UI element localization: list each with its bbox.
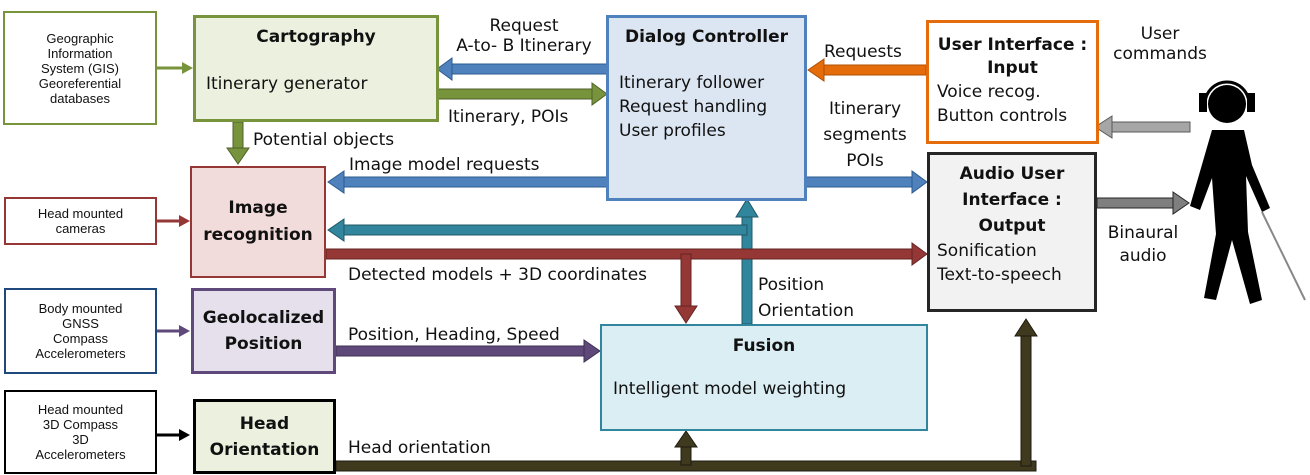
position-heading-speed-label: Position, Heading, Speed [348, 325, 560, 345]
gis-line-3: System (GIS) [40, 60, 119, 76]
audio-line-2: Text-to-speech [937, 265, 1062, 285]
gis-source-box: Geographic Information System (GIS) Geor… [3, 11, 157, 125]
potential-objects-label: Potential objects [253, 130, 395, 150]
audio-output-module: Audio User Interface : Output Sonificati… [927, 152, 1097, 312]
itinerary-segments-label: Itinerary segments POIs [812, 96, 918, 174]
detected-models-label: Detected models + 3D coordinates [348, 265, 648, 285]
body-sensors-to-geo-arrow [157, 325, 190, 337]
dialog-line-1: Itinerary follower [619, 73, 765, 93]
audio-title-line-3: Output [978, 216, 1046, 236]
requests-arrow [807, 58, 927, 82]
dialog-line-3: User profiles [619, 121, 726, 141]
head-cameras-source-box: Head mounted cameras [4, 197, 157, 245]
position-orientation-label: Position Orientation [758, 272, 854, 324]
itinerary-segments-label-line-2: segments [823, 125, 907, 145]
cartography-module: Cartography Itinerary generator [193, 15, 439, 122]
body-line-3: Compass [53, 331, 108, 346]
gis-line-1: Geographic [46, 30, 114, 46]
body-line-2: GNSS [62, 316, 99, 331]
request-itinerary-label-line-2: A-to- B Itinerary [456, 36, 592, 56]
blind-person-with-headphones-and-cane-icon [1190, 80, 1306, 304]
head-orientation-title-line-1: Head [239, 413, 290, 434]
head-line-3: 3D [72, 432, 89, 447]
head-line-2: 3D Compass [42, 417, 119, 432]
head-orientation-label: Head orientation [348, 438, 491, 458]
fusion-body: Intelligent model weighting [613, 379, 847, 399]
user-commands-arrow [1094, 115, 1191, 139]
image-recognition-module: Image recognition [190, 166, 326, 278]
fusion-title: Fusion [732, 336, 796, 356]
gis-line-5: databases [50, 90, 110, 106]
geo-title-line-1: Geolocalized [202, 308, 325, 328]
position-heading-speed-arrow [335, 339, 601, 363]
image-model-requests-label: Image model requests [349, 155, 540, 175]
audio-title-line-1: Audio User [959, 164, 1065, 184]
head-orientation-arrow [335, 318, 1038, 472]
fusion-module: Fusion Intelligent model weighting [600, 324, 928, 431]
request-itinerary-label-line-1: Request [489, 16, 559, 36]
itinerary-pois-arrow [436, 82, 608, 106]
detected-models-arrow [325, 242, 928, 324]
image-title-line-1: Image [228, 198, 288, 218]
gis-line-4: Georeferential [38, 75, 122, 91]
position-orientation-label-line-2: Orientation [758, 301, 854, 321]
body-line-4: Accelerometers [35, 346, 126, 361]
cartography-title: Cartography [256, 27, 376, 47]
binaural-audio-arrow [1096, 191, 1190, 215]
potential-objects-arrow [226, 121, 250, 165]
itinerary-segments-label-line-1: Itinerary [828, 99, 902, 119]
cartography-body: Itinerary generator [206, 74, 368, 94]
position-orientation-label-line-1: Position [758, 275, 825, 295]
request-itinerary-label: Request A-to- B Itinerary [446, 16, 602, 56]
user-commands-label-line-1: User [1140, 24, 1180, 44]
ui-input-title-line-2: Input [987, 58, 1038, 78]
dialog-title: Dialog Controller [624, 27, 789, 47]
geo-title-line-2: Position [224, 334, 303, 354]
audio-line-1: Sonification [937, 241, 1037, 261]
ui-input-title-line-1: User Interface : [937, 35, 1088, 55]
image-title-line-2: recognition [203, 225, 313, 245]
request-itinerary-arrow [436, 57, 608, 81]
binaural-audio-label: Binaural audio [1100, 222, 1186, 268]
cameras-line-2: cameras [55, 221, 106, 236]
head-sensors-source-box: Head mounted 3D Compass 3D Accelerometer… [4, 390, 157, 474]
binaural-audio-label-line-1: Binaural [1107, 223, 1179, 243]
cameras-line-1: Head mounted [37, 206, 124, 221]
itinerary-segments-arrow [805, 170, 928, 194]
gis-to-cartography-arrow [157, 62, 193, 74]
requests-label: Requests [824, 42, 902, 62]
ui-input-title: User Interface : Input [929, 34, 1096, 80]
ui-input-line-1: Voice recog. [937, 82, 1041, 102]
geolocalized-position-module: Geolocalized Position [191, 288, 336, 374]
ui-input-line-2: Button controls [937, 106, 1068, 126]
head-sensors-to-orientation-arrow [157, 429, 190, 441]
user-commands-label-line-2: commands [1113, 44, 1207, 64]
binaural-audio-label-line-2: audio [1119, 246, 1167, 266]
ui-input-body: Voice recog. Button controls [929, 80, 1096, 128]
body-line-1: Body mounted [38, 301, 123, 316]
image-title: Image recognition [192, 195, 324, 249]
body-sensors-source-box: Body mounted GNSS Compass Accelerometers [4, 288, 157, 374]
cameras-to-image-arrow [157, 215, 190, 227]
dialog-line-2: Request handling [619, 97, 768, 117]
ui-input-module: User Interface : Input Voice recog. Butt… [926, 20, 1099, 144]
audio-title-line-2: Interface : [962, 190, 1062, 210]
geo-title: Geolocalized Position [194, 305, 333, 357]
audio-body: Sonification Text-to-speech [930, 239, 1094, 287]
position-orientation-arrow [327, 198, 759, 325]
head-line-1: Head mounted [37, 402, 124, 417]
dialog-body: Itinerary follower Request handling User… [609, 71, 804, 143]
dialog-controller-module: Dialog Controller Itinerary follower Req… [606, 15, 807, 201]
head-orientation-module: Head Orientation [193, 399, 336, 474]
head-orientation-title: Head Orientation [196, 411, 333, 463]
head-line-4: Accelerometers [35, 447, 126, 462]
itinerary-segments-label-line-3: POIs [846, 151, 884, 171]
head-orientation-title-line-2: Orientation [209, 439, 320, 460]
gis-line-2: Information [47, 45, 113, 61]
user-commands-label: User commands [1110, 24, 1210, 64]
itinerary-pois-label: Itinerary, POIs [448, 107, 569, 127]
audio-title: Audio User Interface : Output [930, 161, 1094, 239]
